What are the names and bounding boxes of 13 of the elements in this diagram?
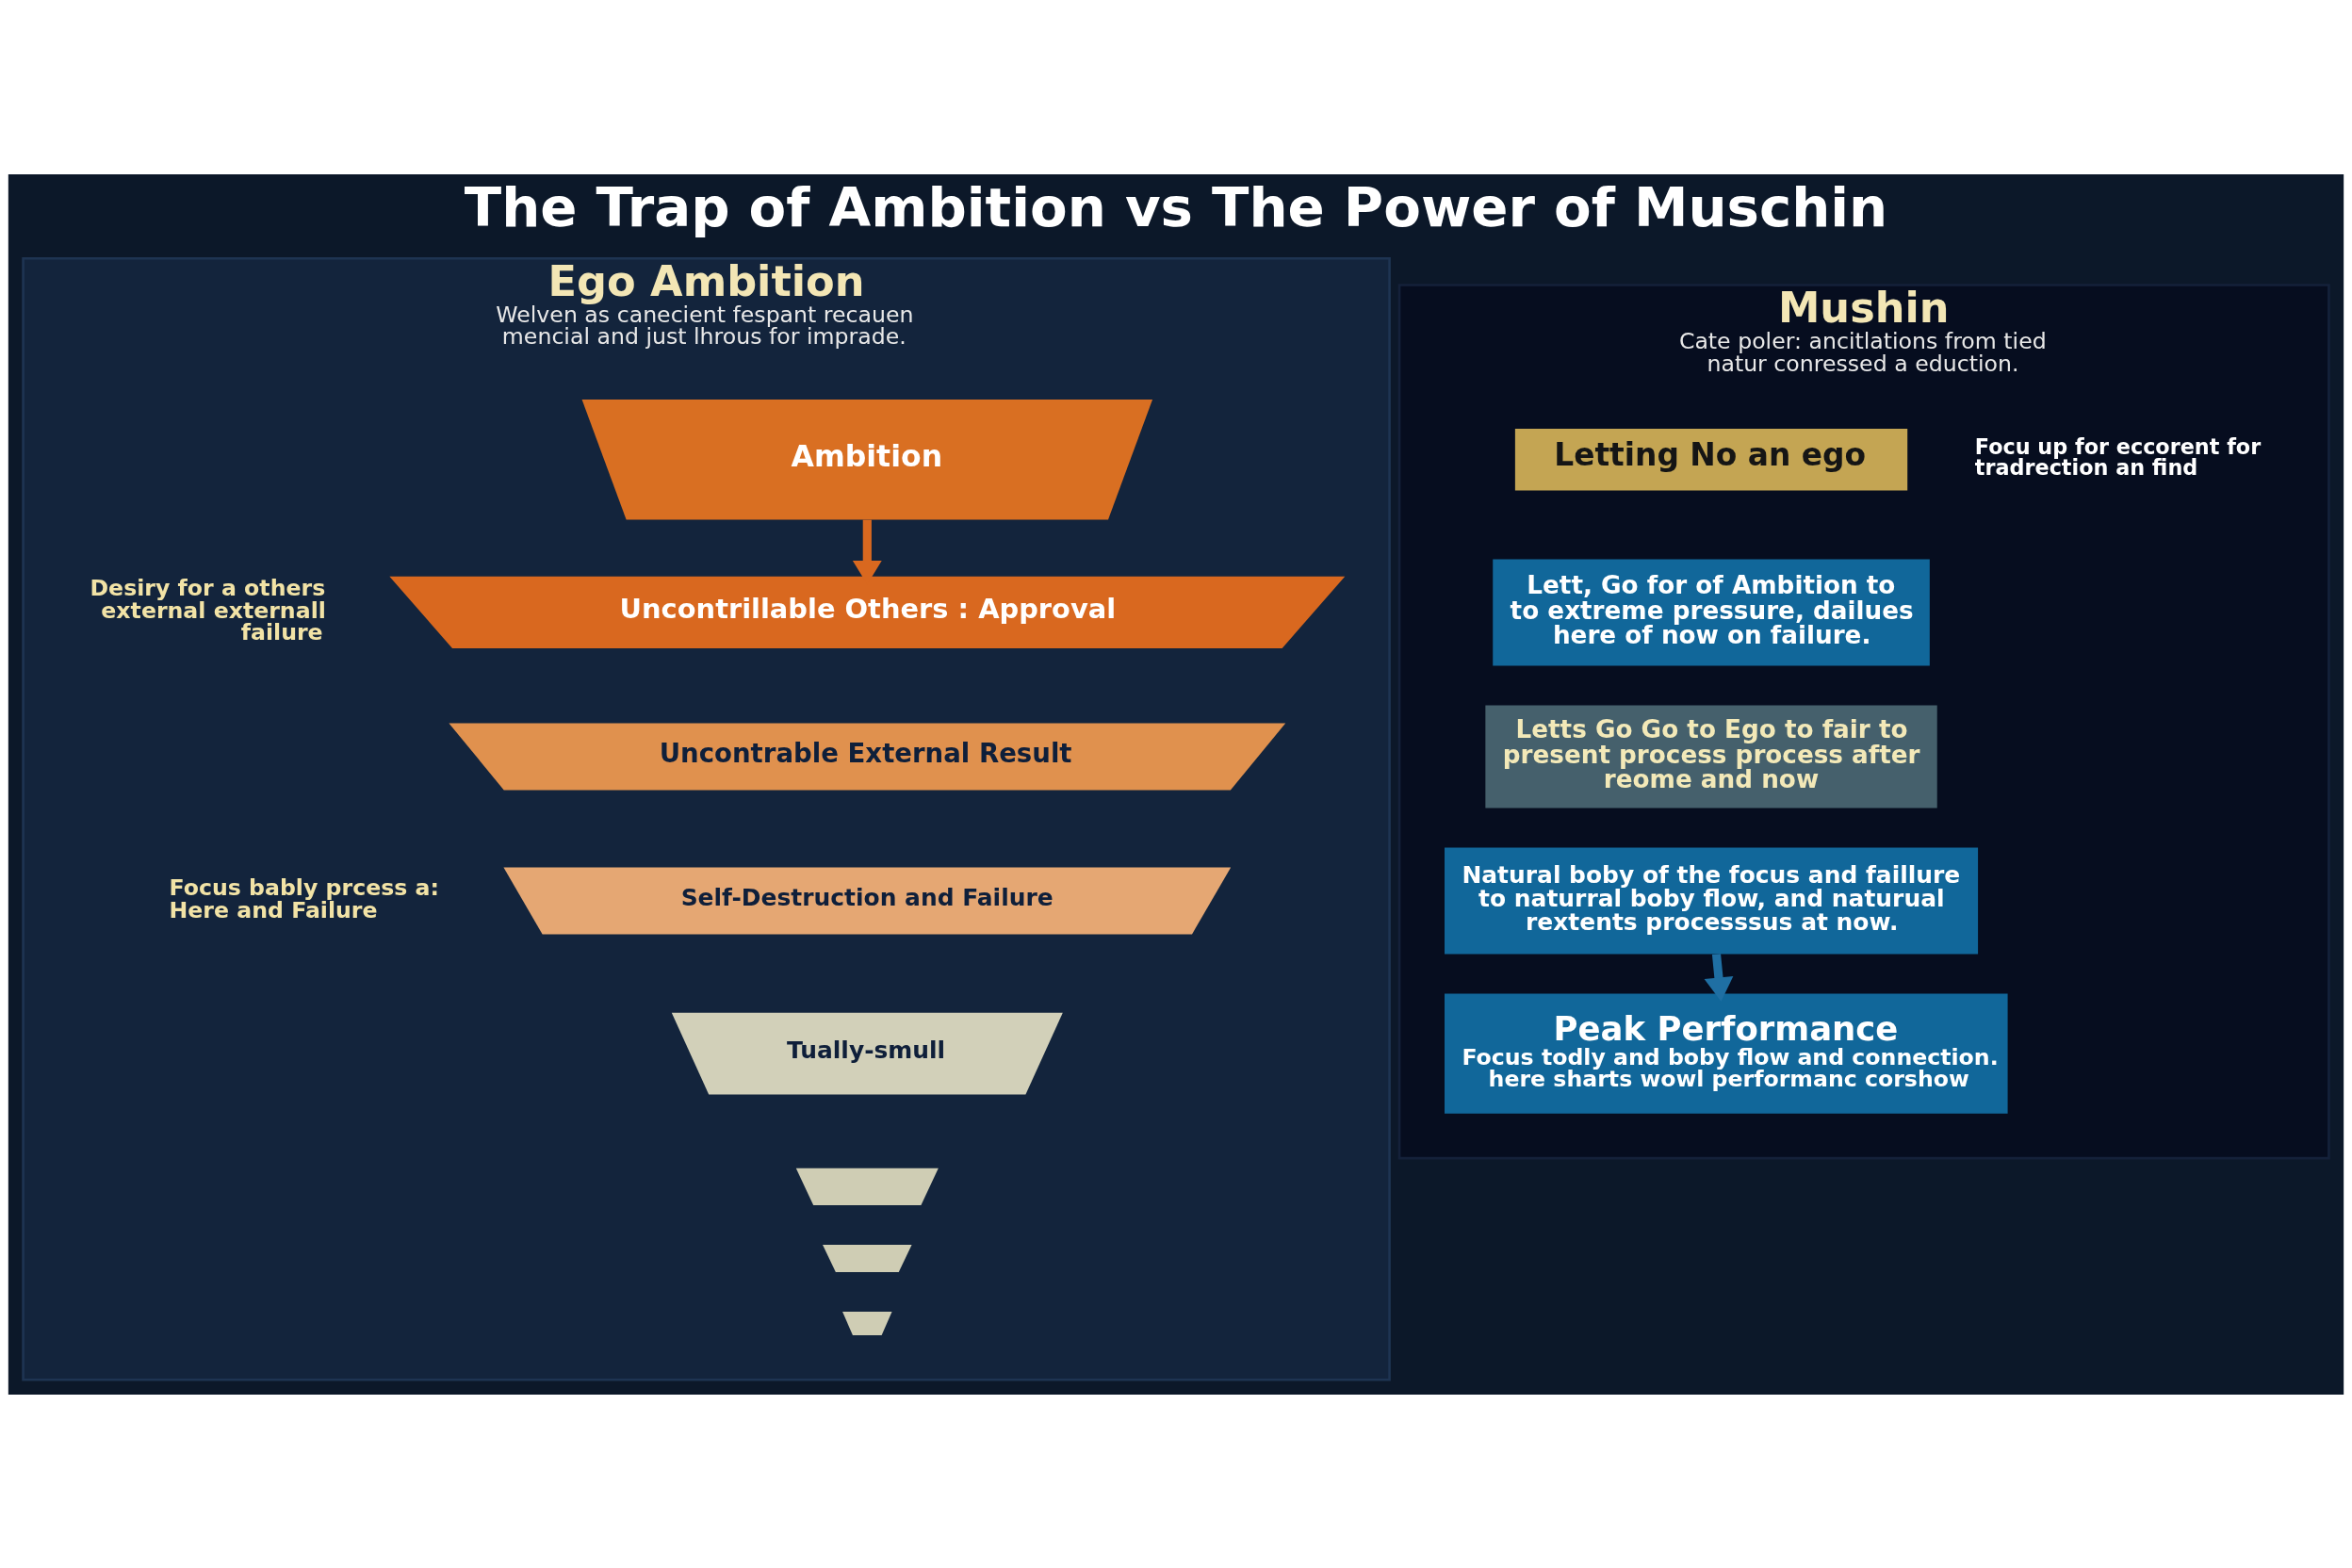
node-box: Letts Go Go to Ego to fair to present process process after reome and now [1485, 704, 1937, 808]
node-bar [823, 1244, 912, 1272]
node-box: Letting No an ego [1514, 428, 1908, 491]
diagram-title: The Trap of Ambition vs The Power of Muschin [464, 174, 1888, 239]
node-box: Peak Performance Focus todly and boby flow and connection. here sharts wowl performanc corshow [1445, 992, 2008, 1114]
node-bar [842, 1311, 892, 1335]
node-label: Focu up for eccorent for tradrection an find [1974, 433, 2262, 480]
node-box: Natural boby of the focus and faillure to naturral boby flow, and naturual rextents processsus at now. [1445, 847, 1979, 954]
node-bar [795, 1168, 939, 1205]
node-box: Lett, Go for of Ambition to to extreme pressure, dailues here of now on failure. [1493, 558, 1930, 665]
node-label: Desiry for a others external externall failure [90, 574, 326, 645]
arrow [1704, 953, 1734, 1002]
node-label: Focus bably prcess a: Here and Failure [169, 874, 439, 923]
